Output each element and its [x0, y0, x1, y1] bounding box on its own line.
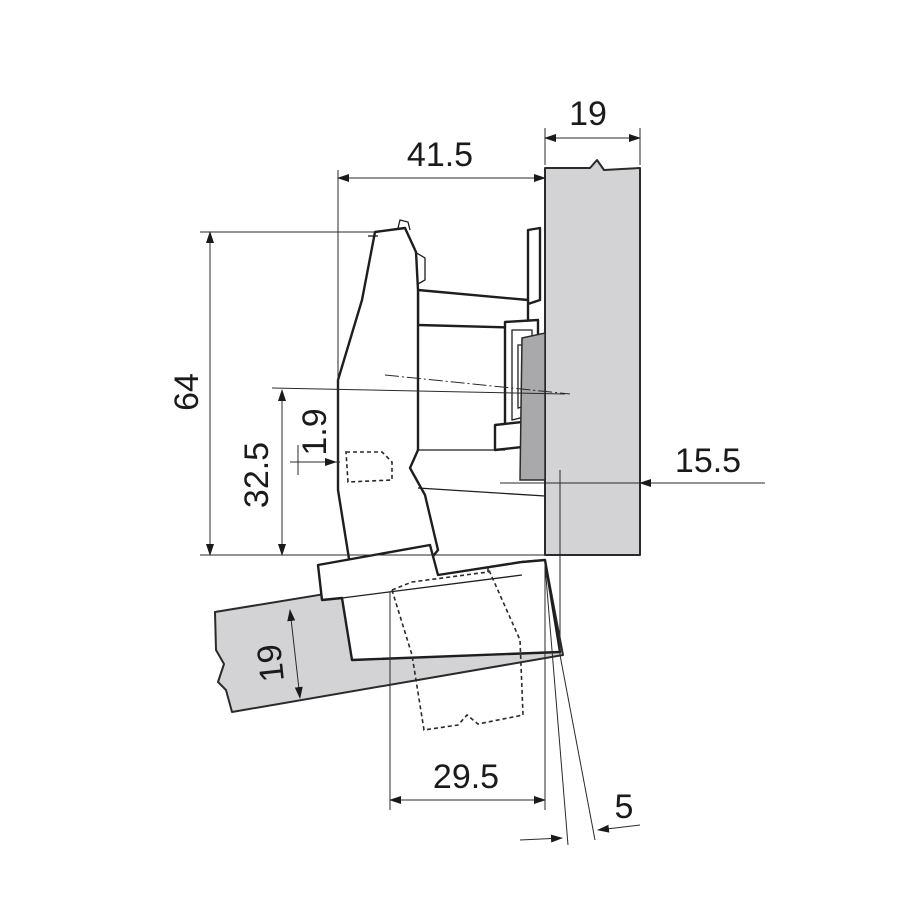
- hinge-cup: [316, 543, 562, 731]
- dim-height-64: 64: [168, 373, 206, 411]
- hinge-arm: [336, 219, 546, 567]
- dim-cup-distance: 29.5: [433, 758, 499, 796]
- side-panel: [544, 159, 641, 556]
- mounting-plate: [416, 226, 546, 481]
- dim-height-32-5: 32.5: [238, 442, 276, 508]
- dim-offset-1-9: 1.9: [296, 408, 334, 455]
- dim-overlay-15-5: 15.5: [675, 442, 741, 480]
- dim-door-thickness: 19: [250, 642, 292, 684]
- dimension-labels: 19 41.5 64 32.5 1.9 15.5 19 29.5 5: [168, 95, 741, 826]
- dimension-lines: [200, 128, 765, 846]
- dim-side-panel-thickness: 19: [569, 95, 607, 133]
- dim-gap-5: 5: [615, 788, 634, 826]
- dim-hinge-depth: 41.5: [407, 136, 473, 174]
